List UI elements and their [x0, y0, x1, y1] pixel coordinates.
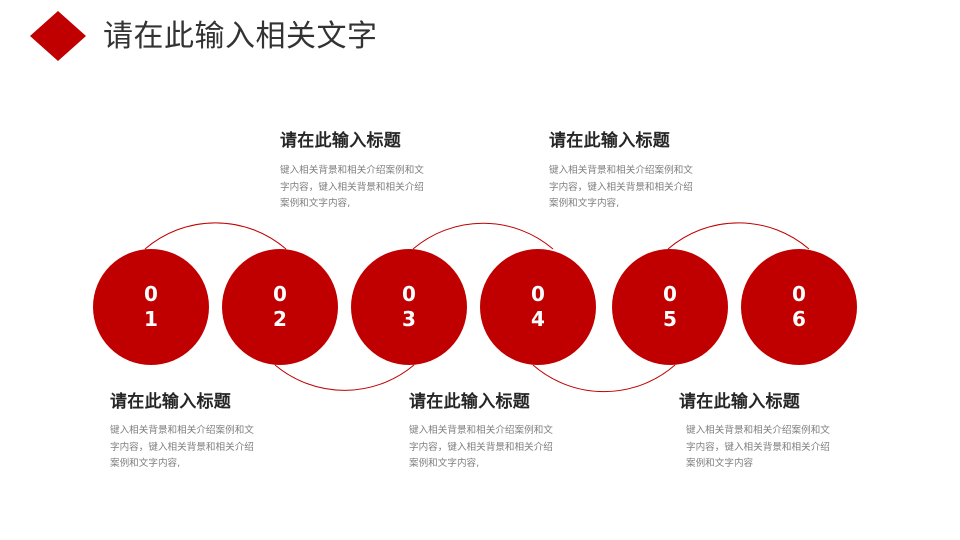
block-description: 键入相关背景和相关介绍案例和文字内容，键入相关背景和相关介绍案例和文字内容 — [686, 425, 830, 469]
step-number-digit: 6 — [792, 307, 806, 331]
arc-bottom-4-5 — [532, 364, 676, 393]
step-number-digit: 0 — [273, 282, 287, 306]
block-heading: 请在此输入标题 — [280, 131, 402, 151]
step-number-digit: 4 — [531, 307, 545, 331]
step-circle-02: 0 2 — [222, 249, 338, 365]
text-block-bottom-3: 请在此输入标题 键入相关背景和相关介绍案例和文字内容，键入相关背景和相关介绍案例… — [679, 391, 854, 473]
step-number-digit: 5 — [663, 307, 677, 331]
arc-top-1-2 — [144, 222, 287, 250]
step-circle-01: 0 1 — [93, 249, 209, 365]
step-number-digit: 0 — [402, 282, 416, 306]
arc-top-5-6 — [667, 222, 810, 250]
block-heading: 请在此输入标题 — [549, 131, 671, 151]
text-block-top-2: 请在此输入标题 键入相关背景和相关介绍案例和文字内容，键入相关背景和相关介绍案例… — [549, 130, 724, 213]
step-circle-04: 0 4 — [480, 249, 596, 365]
step-number-digit: 2 — [273, 307, 287, 331]
step-number-digit: 3 — [402, 307, 416, 331]
text-block-bottom-1: 请在此输入标题 键入相关背景和相关介绍案例和文字内容，键入相关背景和相关介绍案例… — [110, 391, 285, 473]
step-circle-05: 0 5 — [612, 249, 728, 365]
block-heading: 请在此输入标题 — [110, 392, 232, 412]
block-description: 键入相关背景和相关介绍案例和文字内容，键入相关背景和相关介绍案例和文字内容, — [409, 425, 553, 469]
step-number-digit: 0 — [663, 282, 677, 306]
page-title: 请在此输入相关文字 — [103, 19, 378, 54]
text-block-bottom-2: 请在此输入标题 键入相关背景和相关介绍案例和文字内容，键入相关背景和相关介绍案例… — [409, 391, 584, 473]
step-number-digit: 0 — [531, 282, 545, 306]
arc-bottom-2-3 — [274, 364, 415, 391]
block-description: 键入相关背景和相关介绍案例和文字内容，键入相关背景和相关介绍案例和文字内容, — [549, 165, 693, 209]
step-circle-03: 0 3 — [351, 249, 467, 365]
step-circle-06: 0 6 — [741, 249, 857, 365]
arc-top-3-4 — [412, 222, 554, 250]
step-number-digit: 0 — [144, 282, 158, 306]
block-heading: 请在此输入标题 — [409, 392, 531, 412]
block-description: 键入相关背景和相关介绍案例和文字内容，键入相关背景和相关介绍案例和文字内容, — [280, 165, 424, 209]
block-heading: 请在此输入标题 — [679, 392, 801, 412]
diamond-icon — [30, 11, 86, 61]
step-number-digit: 1 — [144, 307, 158, 331]
block-description: 键入相关背景和相关介绍案例和文字内容，键入相关背景和相关介绍案例和文字内容, — [110, 425, 254, 469]
text-block-top-1: 请在此输入标题 键入相关背景和相关介绍案例和文字内容，键入相关背景和相关介绍案例… — [280, 130, 455, 213]
step-number-digit: 0 — [792, 282, 806, 306]
